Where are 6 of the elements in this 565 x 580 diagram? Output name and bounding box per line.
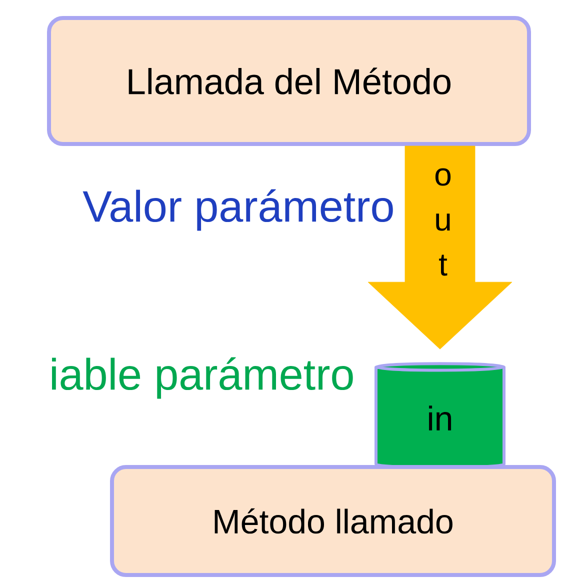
- rounded-box: Método llamado: [110, 465, 556, 577]
- edge-label: o u t: [435, 168, 451, 276]
- cylinder: in: [374, 362, 506, 470]
- text-label: Valor parámetro: [82, 189, 393, 231]
- rounded-box: Llamada del Método: [47, 16, 531, 146]
- text-label: iable parámetro: [52, 357, 353, 399]
